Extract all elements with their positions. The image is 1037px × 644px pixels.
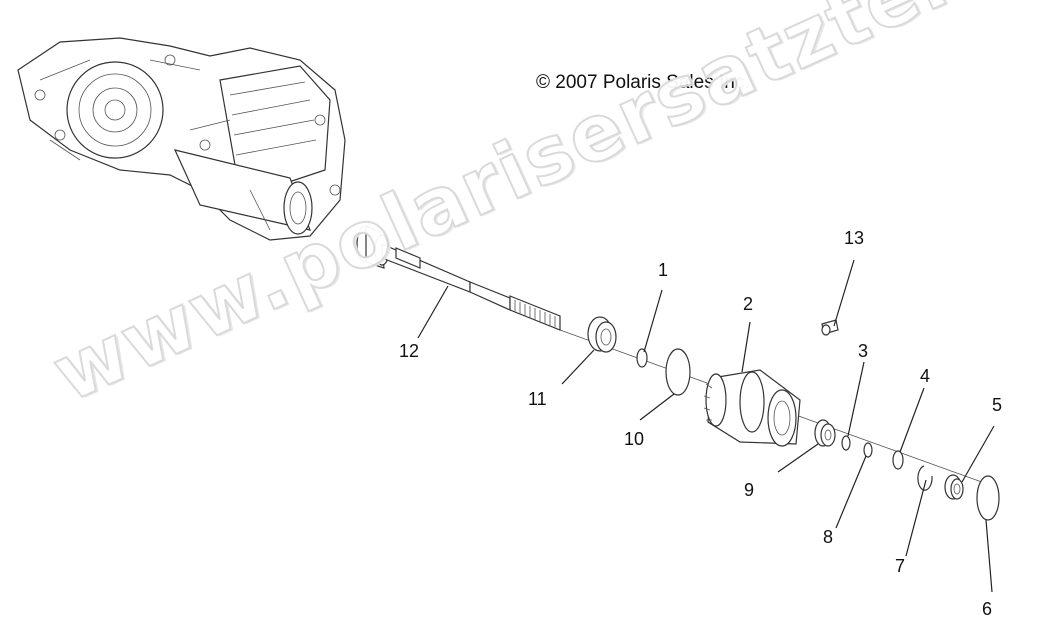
part-8-ring [863,442,873,458]
part-3-ring [841,435,851,451]
copyright-notice: © 2007 Polaris Sales Inc. [536,72,750,93]
callout-7: 7 [895,556,905,576]
part-11-bearing [587,316,617,353]
callout-12: 12 [399,341,419,361]
callout-1: 1 [658,260,668,280]
part-5-seal [944,474,964,500]
part-4-ring [892,450,904,470]
callout-labels: 12 1 2 13 3 4 5 11 10 9 8 7 6 [399,228,1002,619]
part-2-hub [703,369,801,447]
callout-13: 13 [844,228,864,248]
part-12-shaft [356,225,561,331]
part-9-bearing [814,419,836,447]
leader-lines [417,259,995,593]
callout-5: 5 [992,395,1002,415]
gearbox-housing [17,37,346,241]
part-6-o-ring [976,475,1000,521]
callout-10: 10 [624,429,644,449]
callout-3: 3 [858,341,868,361]
callout-11: 11 [528,389,547,409]
part-1-ring [636,348,648,368]
part-10-o-ring [665,348,691,396]
part-13-bolt [821,319,839,336]
part-7-snap-ring [917,465,933,491]
callout-4: 4 [920,366,930,386]
callout-9: 9 [744,480,754,500]
callout-6: 6 [982,599,992,619]
callout-8: 8 [823,527,833,547]
callout-2: 2 [743,294,753,314]
